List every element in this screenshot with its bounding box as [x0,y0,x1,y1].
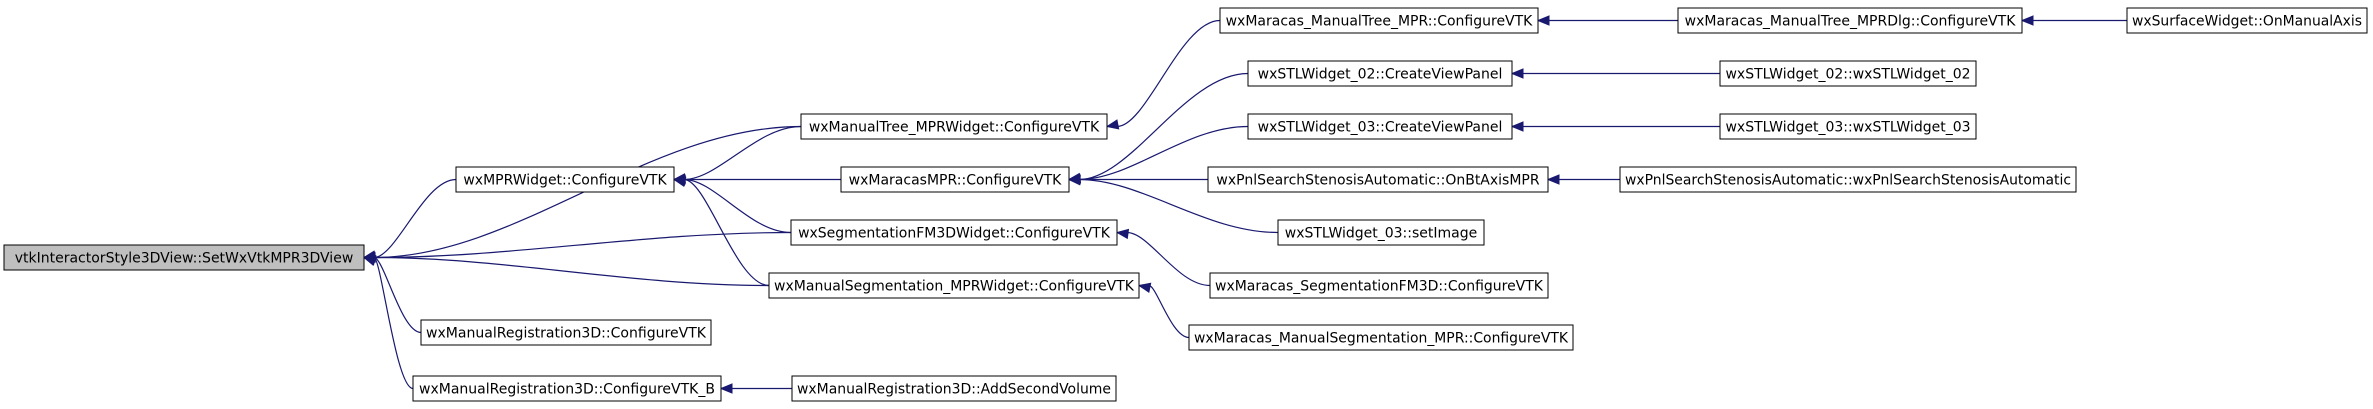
node-box [1247,113,1513,140]
edge-n2-to-n1 [672,125,802,184]
edge-n12-to-n11 [1546,174,1620,185]
node-box [1277,219,1485,246]
graph-node[interactable]: wxMaracas_SegmentationFM3D::ConfigureVTK [1209,272,1549,299]
edge-n16-to-n1 [672,176,770,287]
graph-edges [362,15,2127,394]
edge-n14-to-n1 [672,175,792,234]
node-label: wxManualTree_MPRWidget::ConfigureVTK [809,120,1100,136]
edge-n15-to-n14 [1115,228,1211,287]
edge-n19-to-n0 [362,255,414,390]
node-box [791,375,1117,402]
node-box [1719,113,1977,140]
edge-n5-to-n4 [2020,15,2127,26]
node-box [3,244,365,271]
node-label: wxMaracas_SegmentationFM3D::ConfigureVTK [1215,279,1544,295]
edge-n8-to-n7 [1510,68,1720,79]
graph-node[interactable]: wxPnlSearchStenosisAutomatic::OnBtAxisMP… [1207,166,1549,193]
graph-node[interactable]: wxManualRegistration3D::ConfigureVTK [420,319,712,346]
node-label: wxPnlSearchStenosisAutomatic::wxPnlSearc… [1625,173,2071,189]
node-label: wxManualRegistration3D::AddSecondVolume [797,382,1111,398]
node-box [1619,166,2077,193]
node-box [455,166,675,193]
edge-arrowhead [672,176,687,188]
graph-node[interactable]: wxSTLWidget_03::wxSTLWidget_03 [1719,113,1977,140]
node-label: wxMaracas_ManualTree_MPRDlg::ConfigureVT… [1685,14,2017,30]
node-label: wxSTLWidget_02::wxSTLWidget_02 [1725,67,1970,83]
node-box [1188,324,1574,351]
graph-node[interactable]: wxMaracas_ManualTree_MPRDlg::ConfigureVT… [1677,7,2023,34]
node-box [1247,60,1513,87]
graph-node[interactable]: wxSurfaceWidget::OnManualAxis [2126,7,2368,34]
node-label: wxMaracas_ManualSegmentation_MPR::Config… [1194,331,1569,347]
node-box [1207,166,1549,193]
graph-node[interactable]: wxMaracas_ManualSegmentation_MPR::Config… [1188,324,1574,351]
edge-n13-to-n6 [1067,174,1279,234]
edge-n18-to-n0 [362,255,422,334]
node-box [800,113,1108,140]
node-label: wxSTLWidget_03::CreateViewPanel [1258,120,1503,136]
graph-node[interactable]: wxManualRegistration3D::ConfigureVTK_B [412,375,722,402]
graph-node[interactable]: wxSTLWidget_02::wxSTLWidget_02 [1719,60,1977,87]
graph-node[interactable]: wxSTLWidget_02::CreateViewPanel [1247,60,1513,87]
graph-node[interactable]: wxPnlSearchStenosisAutomatic::wxPnlSearc… [1619,166,2077,193]
node-label: vtkInteractorStyle3DView::SetWxVtkMPR3DV… [15,251,354,267]
graph-nodes: vtkInteractorStyle3DView::SetWxVtkMPR3DV… [3,7,2368,402]
edge-n4-to-n3 [1536,15,1678,26]
node-label: wxManualSegmentation_MPRWidget::Configur… [774,279,1135,295]
edge-arrowhead [1510,68,1524,79]
node-box [768,272,1140,299]
node-label: wxPnlSearchStenosisAutomatic::OnBtAxisMP… [1216,173,1539,189]
node-label: wxMPRWidget::ConfigureVTK [463,173,667,189]
graph-node[interactable]: wxMaracasMPR::ConfigureVTK [840,166,1070,193]
graph-node[interactable]: wxSegmentationFM3DWidget::ConfigureVTK [790,219,1118,246]
root-node[interactable]: vtkInteractorStyle3DView::SetWxVtkMPR3DV… [3,244,365,271]
node-box [412,375,722,402]
edge-n10-to-n9 [1510,121,1720,132]
node-box [2126,7,2368,34]
node-box [420,319,712,346]
node-box [1719,60,1977,87]
edge-n2-to-n0 [362,125,802,262]
edge-arrowhead [1510,121,1524,132]
node-label: wxSTLWidget_02::CreateViewPanel [1258,67,1503,83]
node-label: wxSTLWidget_03::wxSTLWidget_03 [1725,120,1970,136]
edge-n20-to-n19 [719,383,792,394]
edge-n14-to-n0 [362,231,792,263]
edge-n16-to-n0 [362,252,770,287]
node-label: wxSurfaceWidget::OnManualAxis [2132,14,2362,30]
edge-arrowhead [1115,228,1130,240]
edge-n17-to-n16 [1137,282,1190,339]
edge-arrowhead [2020,15,2034,26]
edge-arrowhead [362,255,377,266]
edge-arrowhead [1546,174,1560,185]
graph-node[interactable]: wxManualRegistration3D::AddSecondVolume [791,375,1117,402]
edge-arrowhead [1536,15,1550,26]
node-box [790,219,1118,246]
node-box [840,166,1070,193]
edge-arrowhead [1137,282,1152,293]
node-box [1209,272,1549,299]
graph-node[interactable]: wxMaracas_ManualTree_MPR::ConfigureVTK [1219,7,1539,34]
node-box [1677,7,2023,34]
node-box [1219,7,1539,34]
node-label: wxMaracasMPR::ConfigureVTK [849,173,1063,189]
node-label: wxSegmentationFM3DWidget::ConfigureVTK [798,226,1111,242]
graph-node[interactable]: wxSTLWidget_03::setImage [1277,219,1485,246]
graph-node[interactable]: wxSTLWidget_03::CreateViewPanel [1247,113,1513,140]
graph-node[interactable]: wxManualTree_MPRWidget::ConfigureVTK [800,113,1108,140]
node-label: wxMaracas_ManualTree_MPR::ConfigureVTK [1226,14,1534,30]
node-label: wxManualRegistration3D::ConfigureVTK_B [419,382,715,398]
graph-node[interactable]: wxMPRWidget::ConfigureVTK [455,166,675,193]
edge-arrowhead [1105,119,1120,130]
edge-n3-to-n2 [1105,19,1221,130]
edge-arrowhead [719,383,733,394]
node-label: wxManualRegistration3D::ConfigureVTK [426,326,707,342]
graph-node[interactable]: wxManualSegmentation_MPRWidget::Configur… [768,272,1140,299]
node-label: wxSTLWidget_03::setImage [1285,226,1477,242]
edge-arrowhead [1067,174,1081,186]
